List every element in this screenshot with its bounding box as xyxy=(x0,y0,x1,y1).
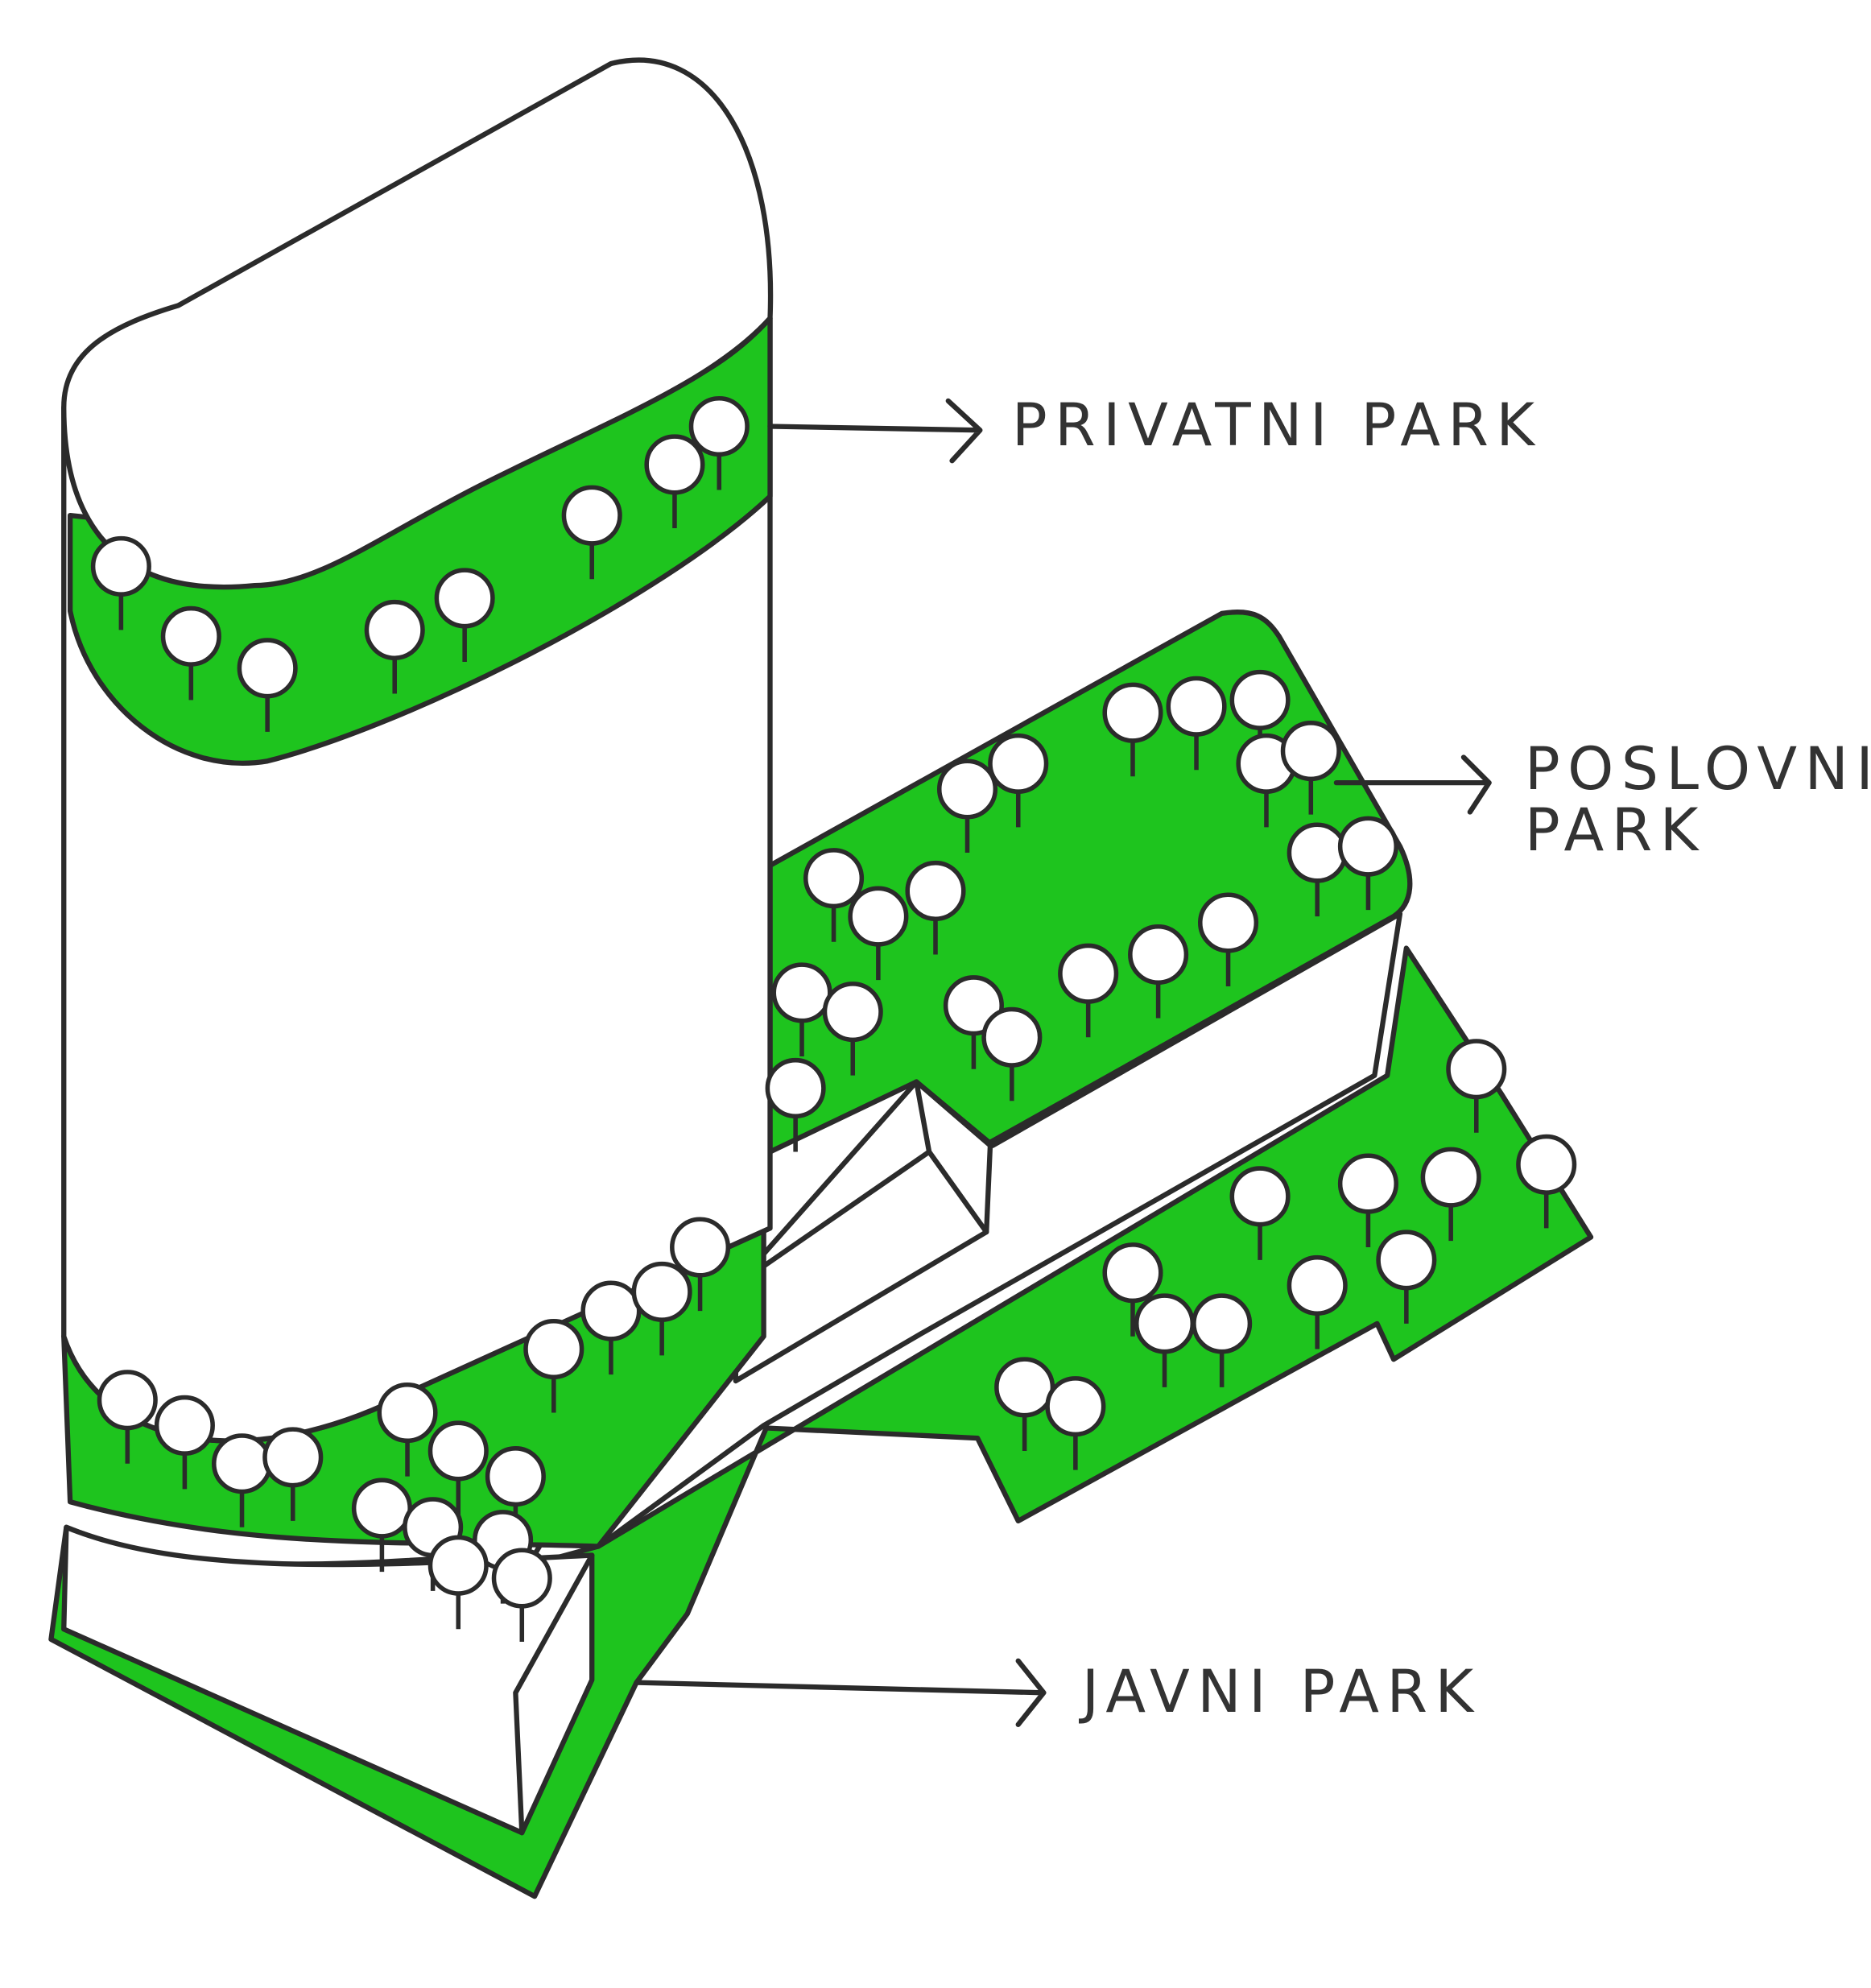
tower-cap xyxy=(61,57,774,590)
tree-icon xyxy=(803,848,865,942)
tree-icon xyxy=(988,733,1049,828)
tree-icon xyxy=(580,1280,642,1375)
tree-icon xyxy=(485,1446,546,1540)
tree-icon xyxy=(90,535,151,630)
tree-icon xyxy=(427,1420,489,1515)
public-park-arrow xyxy=(634,1658,1047,1727)
tree-icon xyxy=(1287,822,1348,917)
tree-icon xyxy=(1280,721,1341,815)
private-park-arrow xyxy=(767,398,983,464)
tree-icon xyxy=(644,434,705,528)
tree-icon xyxy=(670,1217,731,1312)
tree-icon xyxy=(936,758,998,853)
business-park-label-line1: POSLOVNI xyxy=(1525,736,1871,804)
tree-icon xyxy=(822,982,883,1076)
tree-icon xyxy=(848,886,909,981)
tree-icon xyxy=(1420,1147,1481,1242)
tree-icon xyxy=(688,395,750,490)
tree-icon xyxy=(377,1382,438,1477)
tree-icon xyxy=(211,1433,273,1527)
trees xyxy=(90,395,1577,1643)
courtyard-edge-lines xyxy=(733,1079,989,1288)
tree-icon xyxy=(237,638,298,732)
tree-icon xyxy=(1287,1254,1348,1349)
tree-icon xyxy=(1192,1293,1253,1387)
tree-icon xyxy=(491,1548,552,1643)
tree-icon xyxy=(765,1057,826,1152)
tree-icon xyxy=(981,1006,1043,1101)
tree-icon xyxy=(523,1318,584,1413)
business-park-arrow xyxy=(1333,754,1492,815)
tree-icon xyxy=(1045,1376,1106,1470)
tree-icon xyxy=(1337,1153,1398,1248)
tree-icon xyxy=(1058,943,1119,1038)
tree-icon xyxy=(1446,1039,1507,1133)
tree-icon xyxy=(1128,924,1189,1019)
tree-icon xyxy=(1102,682,1163,777)
tree-icon xyxy=(160,605,221,701)
tree-icon xyxy=(1376,1230,1437,1324)
private-park-label: PRIVATNI PARK xyxy=(1012,392,1543,460)
tree-icon xyxy=(1198,892,1259,987)
tree-icon xyxy=(905,860,966,955)
tree-icon xyxy=(1229,1166,1291,1260)
tree-icon xyxy=(97,1370,158,1464)
tree-icon xyxy=(434,568,495,662)
tree-icon xyxy=(1516,1134,1577,1229)
tree-icon xyxy=(351,1478,412,1573)
tree-icon xyxy=(364,599,425,694)
tree-icon xyxy=(154,1395,215,1490)
base-block-edge-lines xyxy=(513,1552,595,1836)
tree-icon xyxy=(1102,1242,1163,1337)
tree-icon xyxy=(631,1261,692,1356)
tree-icon xyxy=(1166,676,1227,771)
public-park-label: JAVNI PARK xyxy=(1079,1659,1481,1726)
business-park-label-line2: PARK xyxy=(1525,797,1706,865)
tree-icon xyxy=(771,962,832,1056)
tree-icon xyxy=(561,485,622,580)
tree-icon xyxy=(427,1535,489,1630)
tree-icon xyxy=(1337,816,1398,911)
tree-icon xyxy=(262,1427,324,1521)
